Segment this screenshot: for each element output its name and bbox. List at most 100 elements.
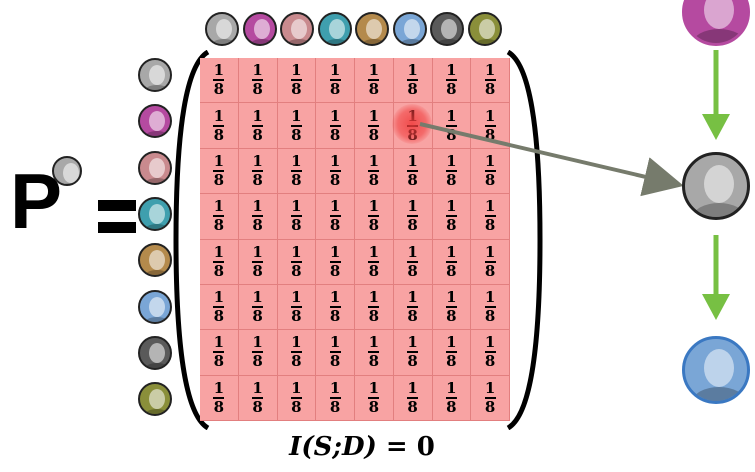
fraction-numerator: 1 (252, 61, 263, 80)
fraction-denominator: 8 (446, 352, 457, 371)
chain-avatar-middle (682, 152, 750, 220)
fraction-denominator: 8 (329, 125, 341, 144)
equation-value: 0 (416, 432, 435, 462)
fraction-denominator: 8 (252, 80, 263, 99)
fraction-denominator: 8 (368, 397, 380, 416)
fraction-denominator: 8 (446, 125, 457, 144)
fraction-numerator: 1 (213, 288, 225, 307)
fraction-denominator: 8 (484, 307, 496, 326)
fraction-numerator: 1 (368, 288, 380, 307)
fraction-numerator: 1 (446, 378, 457, 397)
chain-arrow-1 (702, 50, 730, 140)
fraction-denominator: 8 (291, 352, 302, 371)
fraction-numerator: 1 (329, 288, 341, 307)
fraction-numerator: 1 (407, 333, 418, 352)
fraction-denominator: 8 (329, 261, 341, 280)
fraction-denominator: 8 (446, 80, 457, 99)
fraction-denominator: 8 (484, 170, 496, 189)
fraction-numerator: 1 (484, 242, 496, 261)
fraction-numerator: 1 (407, 197, 418, 216)
fraction-denominator: 8 (368, 216, 380, 235)
fraction-denominator: 8 (484, 80, 496, 99)
fraction-denominator: 8 (446, 307, 457, 326)
fraction-numerator: 1 (329, 333, 341, 352)
row-avatar (138, 335, 172, 370)
fraction-denominator: 8 (213, 307, 225, 326)
fraction-numerator: 1 (329, 378, 341, 397)
fraction-denominator: 8 (329, 352, 341, 371)
fraction-denominator: 8 (407, 352, 418, 371)
fraction-numerator: 1 (484, 61, 496, 80)
fraction-numerator: 1 (291, 106, 302, 125)
fraction-denominator: 8 (213, 125, 225, 144)
row-avatar (138, 58, 172, 92)
fraction-denominator: 8 (213, 261, 225, 280)
fraction-numerator: 1 (368, 333, 380, 352)
fraction-denominator: 8 (252, 352, 263, 371)
fraction-denominator: 8 (252, 216, 263, 235)
fraction-denominator: 8 (329, 80, 341, 99)
mapping-arrow (419, 122, 684, 197)
fraction-numerator: 1 (291, 378, 302, 397)
fraction-numerator: 1 (407, 151, 418, 170)
fraction-numerator: 1 (484, 106, 496, 125)
fraction-numerator: 1 (484, 378, 496, 397)
fraction-denominator: 8 (329, 216, 341, 235)
fraction-denominator: 8 (213, 397, 225, 416)
fraction-numerator: 1 (213, 378, 225, 397)
mutual-information-equation: I(S;D) = 0 (282, 432, 442, 462)
fraction-numerator: 1 (484, 333, 496, 352)
fraction-numerator: 1 (213, 197, 225, 216)
fraction-numerator: 1 (446, 151, 457, 170)
fraction-denominator: 8 (329, 307, 341, 326)
fraction-numerator: 1 (368, 151, 380, 170)
fraction-denominator: 8 (368, 125, 380, 144)
fraction-numerator: 1 (329, 197, 341, 216)
fraction-denominator: 8 (484, 397, 496, 416)
fraction-denominator: 8 (252, 397, 263, 416)
fraction-numerator: 1 (446, 242, 457, 261)
